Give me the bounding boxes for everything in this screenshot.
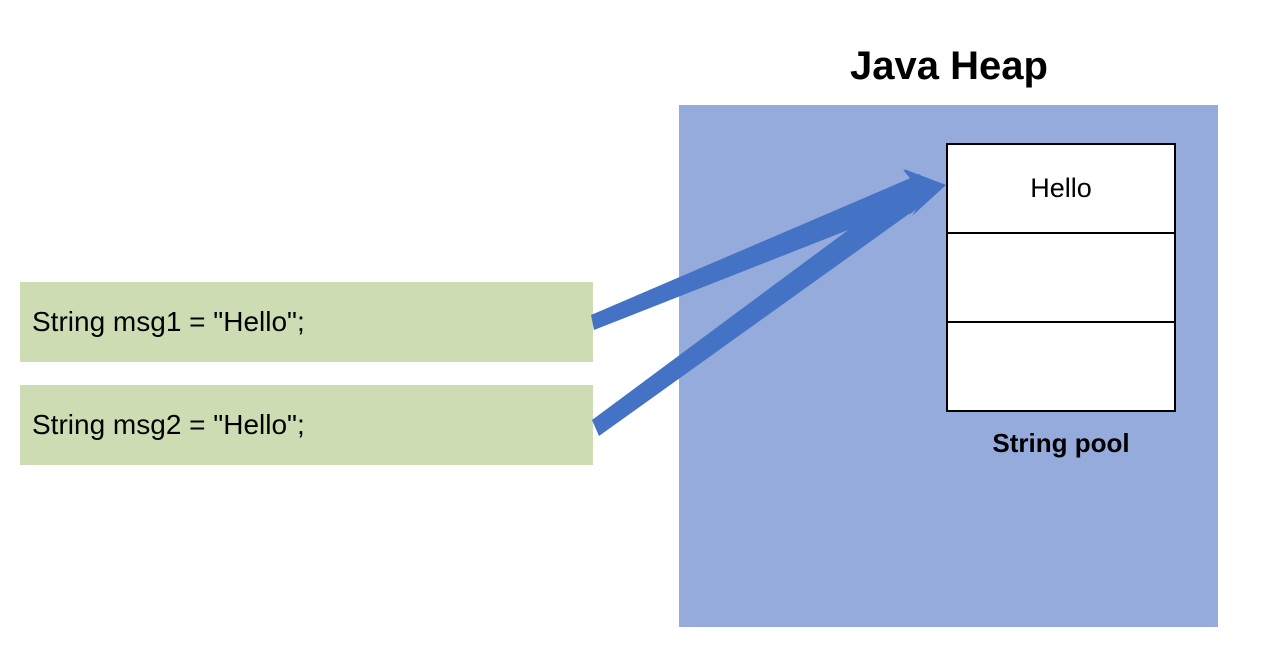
pool-cell-value: Hello <box>1030 173 1092 203</box>
string-pool-caption: String pool <box>992 428 1130 458</box>
code-statement-box-2: String msg2 = "Hello"; <box>20 385 593 465</box>
table-row <box>948 323 1174 410</box>
code-statement-box-1: String msg1 = "Hello"; <box>20 282 593 362</box>
table-row <box>948 234 1174 323</box>
heap-title: Java Heap <box>850 44 1048 88</box>
code-statement-text: String msg2 = "Hello"; <box>32 409 305 440</box>
string-pool-table: Hello <box>946 143 1176 412</box>
code-statement-text: String msg1 = "Hello"; <box>32 306 305 337</box>
table-row: Hello <box>948 145 1174 234</box>
